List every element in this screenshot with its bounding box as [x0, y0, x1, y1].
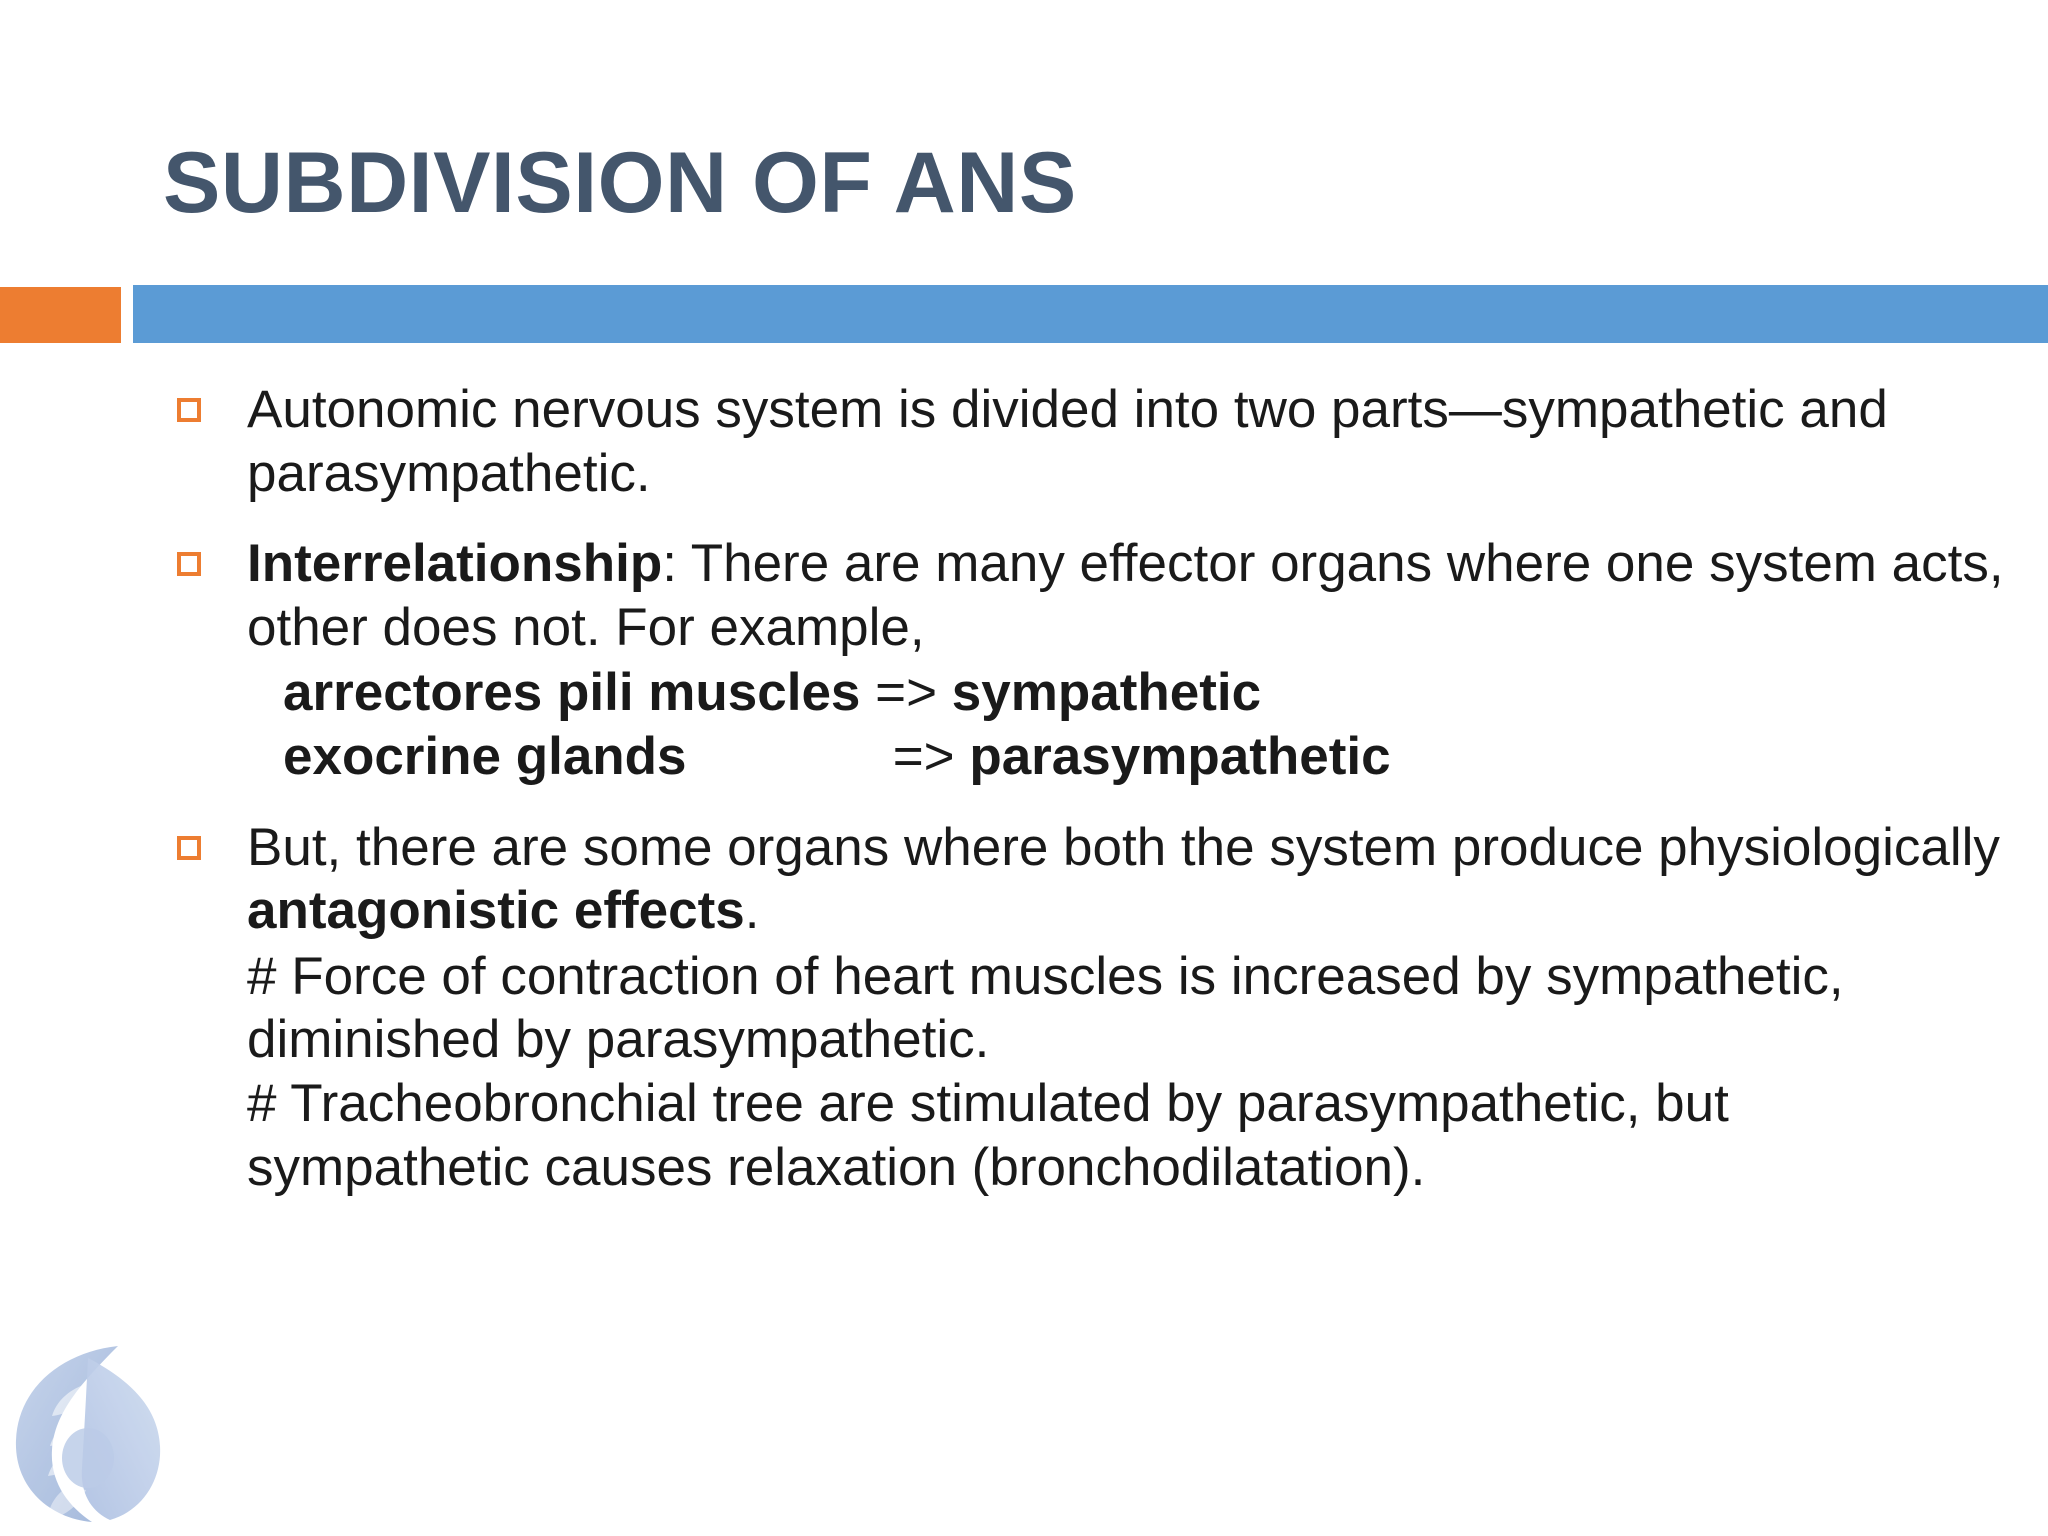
hash-note-list: # Force of contraction of heart muscles … [247, 945, 2008, 1199]
bullet-item-2: Interrelationship: There are many effect… [0, 532, 2048, 788]
example-result-2: parasympathetic [969, 726, 1391, 786]
example-line-1: arrectores pili muscles => sympathetic [283, 661, 2008, 725]
bullet-1-text: Autonomic nervous system is divided into… [247, 380, 1888, 503]
hash-note-2: # Tracheobronchial tree are stimulated b… [247, 1073, 1729, 1197]
accent-bar-orange [0, 287, 121, 343]
example-result-1: sympathetic [951, 663, 1262, 723]
page-title: SUBDIVISION OF ANS [163, 135, 1077, 231]
square-bullet-icon [177, 398, 201, 422]
example-line-2: exocrine glands => parasympathetic [283, 725, 2008, 789]
bullet-2-text: Interrelationship: There are many effect… [247, 532, 2008, 659]
title-block: SUBDIVISION OF ANS [0, 138, 2048, 288]
bullet-item-1: Autonomic nervous system is divided into… [0, 378, 2048, 505]
bullet-3-bold-phrase: antagonistic effects [247, 881, 745, 941]
square-bullet-icon [177, 552, 201, 577]
bullet-3-text: But, there are some organs where both th… [247, 816, 2008, 943]
accent-bar-blue [133, 285, 2048, 343]
leaf-swirl-logo-icon [15, 1346, 161, 1522]
bullet-3-tail: . [744, 881, 760, 941]
bullet-2-rest: : There are many effector organs where o… [247, 534, 2004, 657]
example-pair-list: arrectores pili muscles => sympathetic e… [247, 661, 2008, 788]
bullet-3-lead: But, there are some organs where both th… [247, 817, 2000, 877]
bullet-2-lead-bold: Interrelationship [247, 534, 663, 594]
square-bullet-icon [177, 835, 201, 860]
bullet-item-3: But, there are some organs where both th… [0, 816, 2048, 1200]
arrow-glyph-1: => [875, 663, 952, 723]
example-term-2: exocrine glands [283, 726, 893, 786]
arrow-glyph-2: => [892, 726, 970, 786]
example-term-1: arrectores pili muscles [283, 663, 876, 723]
body-content: Autonomic nervous system is divided into… [0, 378, 2048, 1199]
hash-note-1: # Force of contraction of heart muscles … [247, 946, 1844, 1070]
